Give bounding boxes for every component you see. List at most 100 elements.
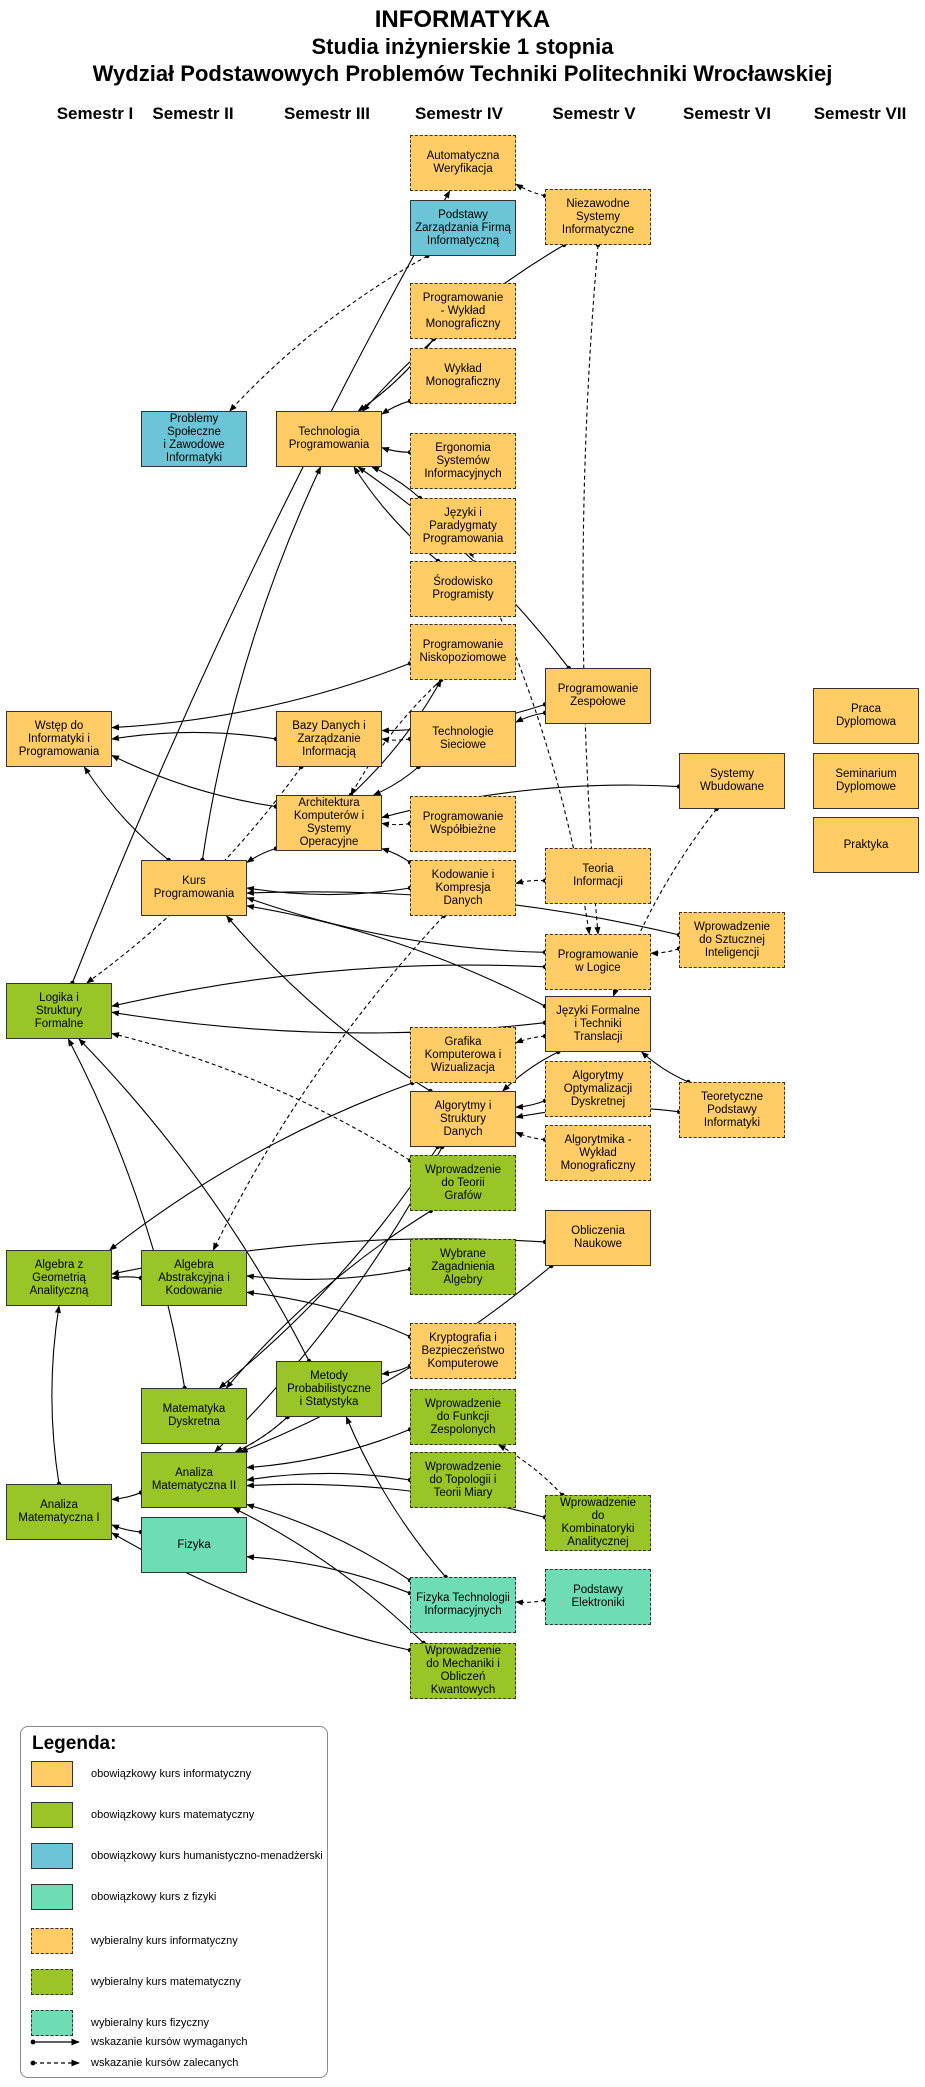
required-arrow-aisd-to-kp xyxy=(226,915,433,1094)
course-wip: Wstęp do Informatyki i Programowania xyxy=(6,711,112,767)
course-md: Matematyka Dyskretna xyxy=(141,1388,247,1444)
required-arrow-jftt-to-aisd xyxy=(502,1049,561,1092)
recommended-arrow-wsi-to-pwl xyxy=(650,946,682,957)
course-wttm: Wprowadzenie do Topologii i Teorii Miary xyxy=(410,1452,516,1508)
recommended-arrow-ti-to-kkd xyxy=(515,878,548,885)
semester-5-heading: Semestr V xyxy=(552,104,636,123)
required-arrow-aisd-to-md xyxy=(218,1144,440,1389)
course-fiz: Fizyka xyxy=(141,1517,247,1573)
course-am2: Analiza Matematyczna II xyxy=(141,1452,247,1508)
legend-title: Legenda: xyxy=(32,1733,117,1754)
course-aisd: Algorytmy i Struktury Danych xyxy=(410,1091,516,1147)
recommended-arrow-mps-to-am2 xyxy=(234,1414,290,1453)
course-wsi: Wprowadzenie do Sztucznej Inteligencji xyxy=(679,912,785,968)
course-nsi: Niezawodne Systemy Informatyczne xyxy=(545,189,651,245)
course-jftt: Języki Formalne i Techniki Translacji xyxy=(545,996,651,1052)
legend-swatch-2 xyxy=(31,1843,73,1869)
course-wtg: Wprowadzenie do Teorii Grafów xyxy=(410,1155,516,1211)
recommended-arrow-jftt-to-gkw xyxy=(515,1033,548,1044)
recommended-arrow-pws-to-akso xyxy=(381,821,413,828)
legend-label-1: obowiązkowy kurs matematyczny xyxy=(91,1809,255,1821)
recommended-arrow-ts-to-bdz xyxy=(381,736,413,744)
course-akso: Architektura Komputerów i Systemy Operac… xyxy=(276,795,382,851)
course-pn: Programowanie Niskopoziomowe xyxy=(410,624,516,680)
legend-arrow-icons xyxy=(30,2038,80,2067)
required-arrow-kbk-to-aak xyxy=(246,1290,413,1339)
recommended-arrow-pwm-to-tp xyxy=(357,336,436,412)
required-arrow-esi-to-tp xyxy=(381,446,413,455)
legend-swatch-4 xyxy=(31,1928,73,1954)
required-arrow-kkd-to-akso xyxy=(381,847,413,865)
course-aw: Automatyczna Weryfikacja xyxy=(410,135,516,191)
course-bdz: Bazy Danych i Zarządzanie Informacją xyxy=(276,711,382,767)
legend-swatch-3 xyxy=(31,1884,73,1910)
course-pe: Podstawy Elektroniki xyxy=(545,1569,651,1625)
required-arrow-pz-to-ts xyxy=(515,710,548,723)
course-kbk: Kryptografia i Bezpieczeństwo Komputerow… xyxy=(410,1323,516,1379)
course-psz: Problemy Społeczne i Zawodowe Informatyk… xyxy=(141,411,247,467)
required-arrow-fiz-to-am1 xyxy=(111,1524,144,1535)
course-wmok: Wprowadzenie do Mechaniki i Obliczeń Kwa… xyxy=(410,1643,516,1699)
course-wka: Wprowadzenie do Kombinatoryki Analityczn… xyxy=(545,1495,651,1551)
recommended-arrow-awm-to-aisd xyxy=(515,1131,548,1142)
legend-label-2: obowiązkowy kurs humanistyczno-menadżers… xyxy=(91,1850,323,1862)
required-arrow-wttm-to-am2 xyxy=(246,1472,413,1483)
course-esi: Ergonomia Systemów Informacyjnych xyxy=(410,433,516,489)
required-arrow-tpi-to-jftt xyxy=(641,1051,691,1085)
semester-2-heading: Semestr II xyxy=(152,104,234,123)
semester-6-heading: Semestr VI xyxy=(683,104,771,123)
required-arrow-aak-to-aga xyxy=(111,1273,144,1281)
required-arrow-wza-to-aak xyxy=(246,1266,413,1280)
required-arrow-mps-to-lsf xyxy=(78,1038,312,1364)
course-pws: Programowanie Współbieżne xyxy=(410,796,516,852)
course-ti: Teoria Informacji xyxy=(545,848,651,904)
required-arrow-jftt-to-kp xyxy=(246,903,548,1009)
course-pz: Programowanie Zespołowe xyxy=(545,668,651,724)
recommended-arrow-nsi-to-pwl xyxy=(582,242,601,935)
course-awm: Algorytmika - Wykład Monograficzny xyxy=(545,1125,651,1181)
recommended-arrow-pzf-to-psz xyxy=(229,253,430,412)
required-arrow-am2-to-am1 xyxy=(111,1490,144,1502)
course-on: Obliczenia Naukowe xyxy=(545,1210,651,1266)
course-pd: Praca Dyplomowa xyxy=(813,688,919,744)
course-ts: Technologie Sieciowe xyxy=(410,711,516,767)
required-arrow-ts-to-akso xyxy=(372,764,421,796)
course-kkd: Kodowanie i Kompresja Danych xyxy=(410,860,516,916)
recommended-arrow-wka-to-wfz xyxy=(497,1444,565,1498)
semester-1-heading: Semestr I xyxy=(56,104,134,123)
semester-3-heading: Semestr III xyxy=(284,104,370,123)
semester-7-heading: Semestr VII xyxy=(813,104,907,123)
required-arrow-aod-to-aisd xyxy=(515,1098,548,1110)
required-arrow-wm-to-tp xyxy=(381,398,413,415)
course-sd: Seminarium Dyplomowe xyxy=(813,753,919,809)
required-arrow-wmok-to-am2 xyxy=(232,1507,426,1646)
course-wza: Wybrane Zagadnienia Algebry xyxy=(410,1239,516,1295)
required-arrow-pwl-to-lsf xyxy=(111,964,548,1008)
course-aod: Algorytmy Optymalizacji Dyskretnej xyxy=(545,1061,651,1117)
course-pr: Praktyka xyxy=(813,817,919,873)
legend-recommended-label: wskazanie kursów zalecanych xyxy=(91,2057,239,2069)
course-wfz: Wprowadzenie do Funkcji Zespolonych xyxy=(410,1389,516,1445)
legend-label-5: wybieralny kurs matematyczny xyxy=(91,1976,241,1988)
recommended-arrow-sw-to-jftt xyxy=(612,806,719,997)
header-subtitle: Studia inżynierskie 1 stopnia xyxy=(311,34,614,59)
legend-swatch-6 xyxy=(31,2010,73,2036)
course-fti: Fizyka Technologii Informacyjnych xyxy=(410,1577,516,1633)
legend-label-4: wybieralny kurs informatyczny xyxy=(91,1935,238,1947)
course-gkw: Grafika Komputerowa i Wizualizacja xyxy=(410,1027,516,1083)
required-arrow-akso-to-wip xyxy=(111,754,279,809)
recommended-arrow-wtg-to-lsf xyxy=(111,1032,413,1163)
course-mps: Metody Probabilistyczne i Statystyka xyxy=(276,1361,382,1417)
required-arrow-wfz-to-am2 xyxy=(246,1427,413,1471)
recommended-arrow-pe-to-fti xyxy=(515,1597,548,1606)
required-arrow-lsf-to-aw xyxy=(70,190,451,986)
required-arrow-gkw-to-aga xyxy=(109,1080,415,1251)
legend-required-label: wskazanie kursów wymaganych xyxy=(91,2036,248,2048)
course-sw: Systemy Wbudowane xyxy=(679,753,785,809)
required-arrow-fti-to-fiz xyxy=(246,1554,413,1596)
course-lsf: Logika i Struktury Formalne xyxy=(6,983,112,1039)
legend-label-0: obowiązkowy kurs informatyczny xyxy=(91,1768,252,1780)
course-am1: Analiza Matematyczna I xyxy=(6,1484,112,1540)
course-tp: Technologia Programowania xyxy=(276,411,382,467)
recommended-arrow-pn-to-akso xyxy=(350,677,444,796)
